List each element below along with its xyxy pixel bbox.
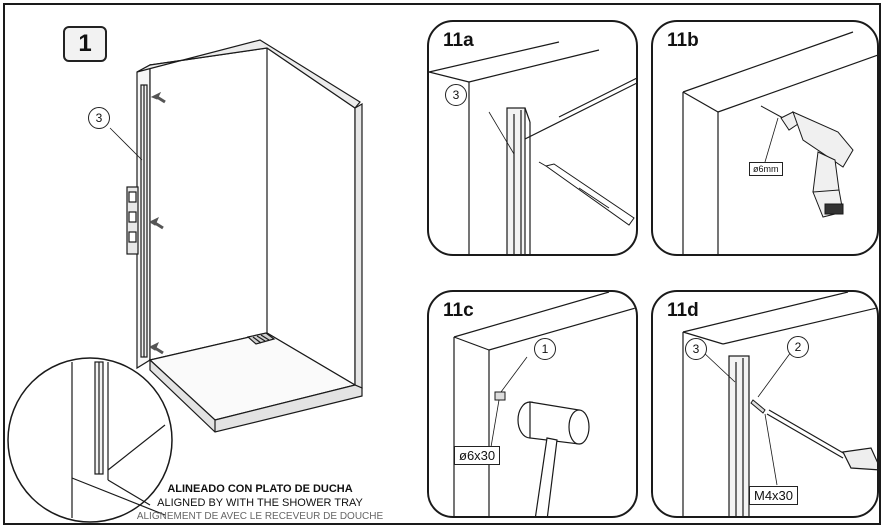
- panel-11a: 11a 3: [427, 20, 638, 256]
- panel-11c: 11c 1 ø6x30: [427, 290, 638, 518]
- part-callout-3: 3: [685, 338, 707, 360]
- step-number-badge: 1: [63, 26, 107, 62]
- panel-11d: 11d 3 2 M4x30: [651, 290, 879, 518]
- caption-spanish: ALINEADO CON PLATO DE DUCHA: [167, 483, 353, 495]
- wall-plug-spec-label: ø6x30: [454, 446, 501, 465]
- panel-label-11c: 11c: [443, 300, 474, 321]
- panel-11b: 11b ø6mm: [651, 20, 879, 256]
- part-callout-1: 1: [534, 338, 556, 360]
- caption-english: ALIGNED BY WITH THE SHOWER TRAY: [157, 497, 363, 509]
- part-callout-3: 3: [88, 107, 110, 129]
- panel-label-11a: 11a: [443, 30, 474, 51]
- caption-french: ALIGNEMENT DE AVEC LE RECEVEUR DE DOUCHE: [136, 511, 384, 522]
- drill-bit-spec-label: ø6mm: [749, 162, 783, 176]
- wall-plug-insertion-illustration: [453, 292, 636, 516]
- profile-marking-illustration: [429, 41, 636, 254]
- screw-fixing-illustration: [682, 292, 877, 516]
- panel-label-11d: 11d: [667, 300, 699, 321]
- part-callout-2: 2: [787, 336, 809, 358]
- screw-spec-label: M4x30: [749, 486, 799, 505]
- drilling-illustration: [682, 31, 877, 254]
- part-callout-3: 3: [445, 84, 467, 106]
- panel-label-11b: 11b: [667, 30, 699, 51]
